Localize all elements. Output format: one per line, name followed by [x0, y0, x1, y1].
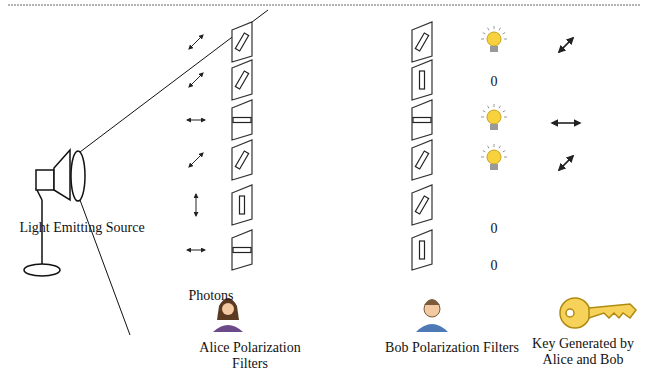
- polarization-arrow: [187, 250, 205, 251]
- polarization-filter: [232, 100, 252, 140]
- polarization-filter: [412, 140, 432, 180]
- bit-value: 0: [487, 258, 501, 274]
- light-bulb: [481, 26, 507, 52]
- caption-label: Light Emitting Source: [2, 220, 162, 236]
- light-source: [8, 5, 640, 335]
- caption-label: Alice Polarization Filters: [180, 340, 320, 372]
- polarization-filter: [232, 230, 252, 270]
- polarization-filter: [412, 60, 432, 100]
- person-icons: [213, 298, 448, 332]
- caption-label: Photons: [176, 288, 246, 304]
- polarization-filter: [232, 60, 252, 100]
- caption-label: Key Generated by Alice and Bob: [522, 336, 644, 368]
- polarization-filter: [412, 100, 432, 140]
- polarization-arrow: [187, 120, 205, 121]
- polarization-filter: [232, 22, 252, 62]
- light-bulb: [481, 144, 507, 170]
- caption-label: Bob Polarization Filters: [382, 340, 522, 356]
- bit-value: 0: [487, 221, 501, 237]
- polarization-arrow: [559, 38, 573, 52]
- polarization-arrow: [196, 194, 197, 216]
- polarization-arrow: [189, 153, 203, 167]
- polarization-arrow: [189, 73, 203, 87]
- bit-value: 0: [487, 74, 501, 90]
- polarization-filter: [412, 22, 432, 62]
- key-icon: [560, 298, 636, 328]
- polarization-arrow: [189, 35, 203, 49]
- polarization-filter: [412, 185, 432, 225]
- polarization-filter: [412, 230, 432, 270]
- light-bulb: [481, 104, 507, 130]
- polarization-arrow: [559, 156, 573, 170]
- polarization-arrow: [552, 122, 580, 124]
- polarization-filter: [232, 185, 252, 225]
- polarization-filter: [232, 140, 252, 180]
